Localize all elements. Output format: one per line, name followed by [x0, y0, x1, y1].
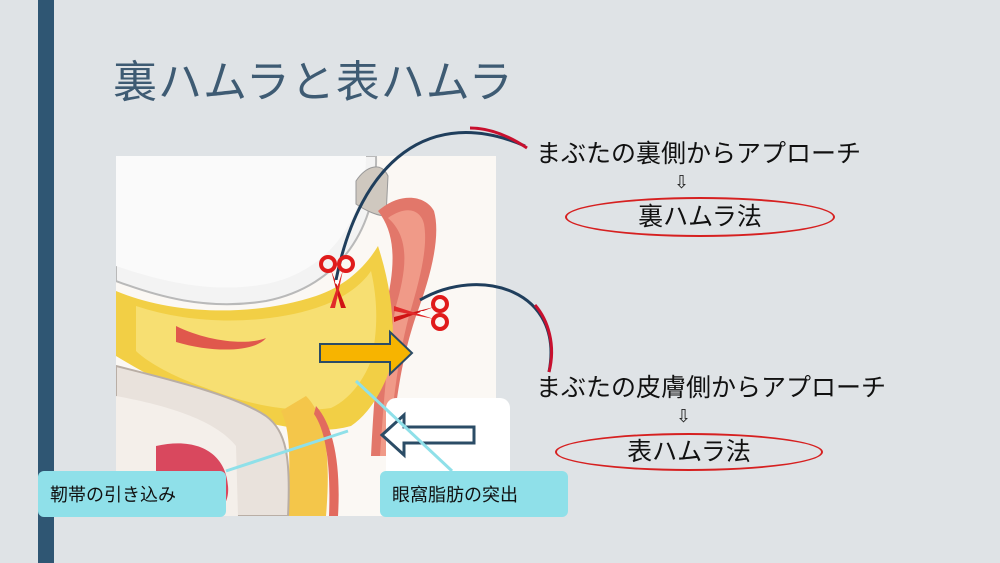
- method-back-label: 裏ハムラ法: [638, 202, 762, 231]
- method-skin-ellipse: 表ハムラ法: [555, 433, 823, 471]
- slide-title: 裏ハムラと表ハムラ: [113, 57, 514, 108]
- down-arrow-icon: ⇩: [676, 406, 692, 427]
- down-arrow-icon: ⇩: [674, 172, 690, 193]
- approach-skin-text: まぶたの皮膚側からアプローチ: [536, 373, 887, 402]
- method-back-ellipse: 裏ハムラ法: [565, 197, 835, 237]
- accent-bar: [38, 0, 54, 563]
- method-skin-label: 表ハムラ法: [627, 437, 751, 466]
- scissors-icon: [319, 255, 355, 308]
- anatomy-illustration: [116, 156, 510, 516]
- scissors-icon: [394, 295, 449, 331]
- ligament-callout: 靭帯の引き込み: [38, 471, 226, 517]
- fat-callout: 眼窩脂肪の突出: [380, 471, 568, 517]
- approach-back-text: まぶたの裏側からアプローチ: [536, 139, 862, 168]
